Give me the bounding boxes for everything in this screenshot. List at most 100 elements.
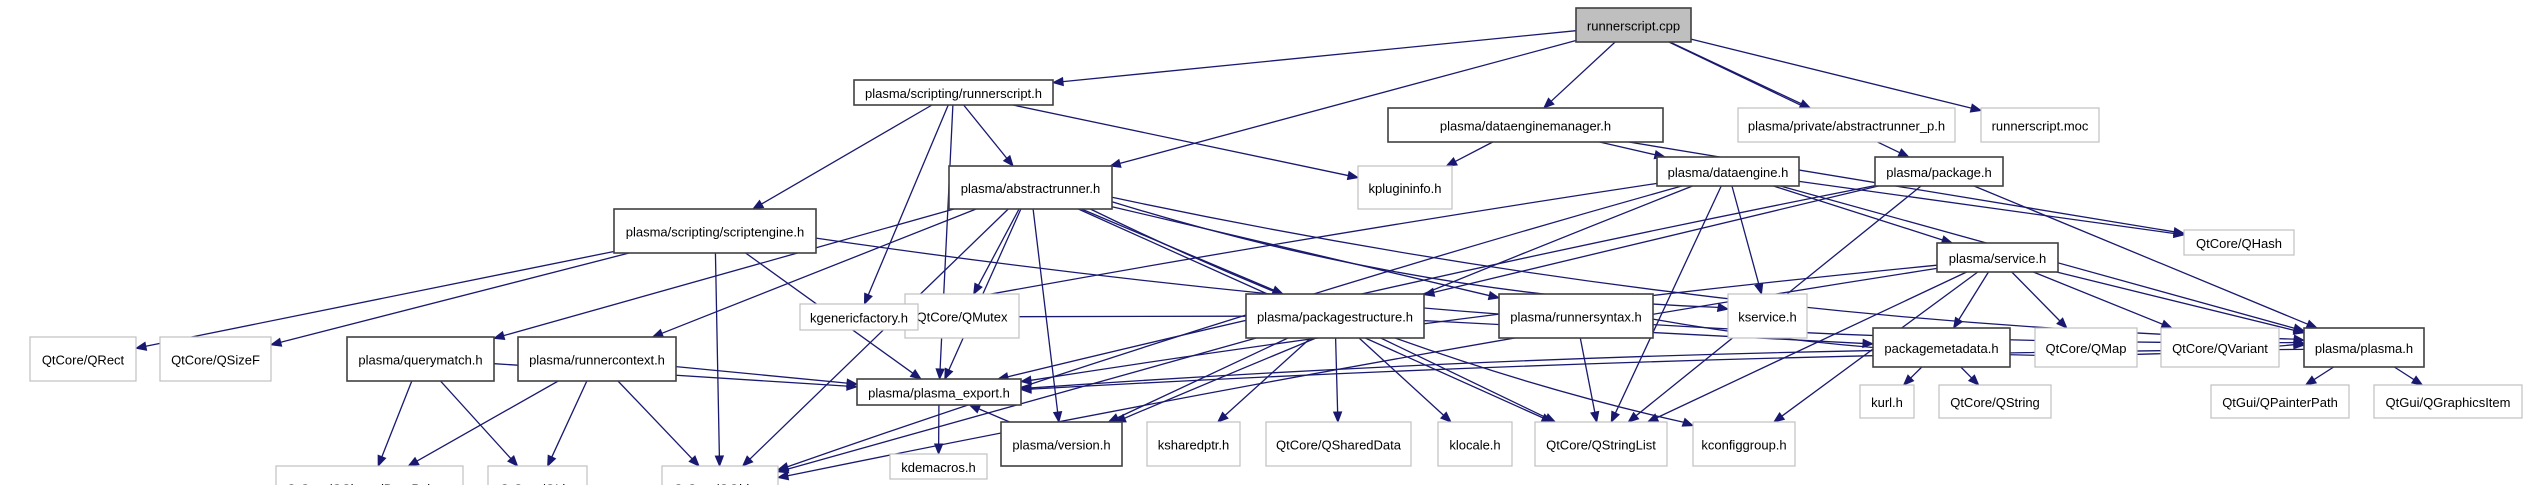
- node-querymatch-h[interactable]: plasma/querymatch.h: [346, 336, 495, 382]
- arrowhead-icon: [1107, 413, 1121, 423]
- arrowhead-icon: [2292, 325, 2306, 335]
- edge-plasma_export_h-to-kdemacros_h: [933, 404, 944, 456]
- arrowhead-icon: [1969, 103, 1983, 113]
- arrowhead-icon: [1332, 411, 1343, 424]
- node-label: plasma/dataengine.h: [1668, 165, 1789, 180]
- arrowhead-icon: [1019, 384, 1032, 394]
- node-box: [487, 465, 588, 485]
- edge-line: [1358, 337, 1444, 416]
- arrowhead-icon: [1346, 170, 1360, 181]
- edge-line: [1773, 185, 1943, 241]
- arrowhead-icon: [1772, 411, 1786, 423]
- edge-service_h-to-plasma_h: [2056, 271, 2306, 335]
- edge-line: [977, 208, 1020, 286]
- node-box: [517, 336, 677, 382]
- edge-line: [1669, 41, 1802, 105]
- node-box: [1146, 421, 1241, 467]
- node-kdemacros-h: kdemacros.h: [889, 453, 988, 480]
- node-box: [1938, 384, 2052, 419]
- edge-line: [1455, 141, 1494, 162]
- node-abstractrunner-p-h: plasma/private/abstractrunner_p.h: [1737, 107, 1956, 143]
- node-runnercontext-h[interactable]: plasma/runnercontext.h: [517, 336, 677, 382]
- arrowhead-icon: [751, 199, 765, 210]
- edge-line: [1973, 185, 2308, 325]
- edge-service_h-to-qmap: [2011, 271, 2068, 329]
- arrowhead-icon: [2305, 319, 2319, 329]
- edge-line: [1599, 141, 1656, 156]
- arrowhead-icon: [2304, 375, 2318, 386]
- node-label: QtCore/QMap: [2046, 341, 2127, 356]
- node-box: [1387, 107, 1664, 143]
- edge-dataengine_h-to-qstringlist: [1610, 185, 1722, 424]
- edge-line: [661, 208, 977, 334]
- arrowhead-icon: [1681, 417, 1695, 427]
- edge-line: [1910, 366, 1923, 379]
- edge-scriptengine_h-to-qobject: [714, 252, 725, 468]
- node-package-h[interactable]: plasma/package.h: [1874, 156, 2004, 187]
- node-scriptengine-h[interactable]: plasma/scripting/scriptengine.h: [613, 208, 817, 254]
- edge-line: [1062, 30, 1577, 83]
- edge-line: [1380, 337, 1547, 419]
- node-box: [1980, 107, 2100, 143]
- edge-line: [1550, 41, 1616, 102]
- arrowhead-icon: [1798, 99, 1812, 109]
- node-runnersyntax-h[interactable]: plasma/runnersyntax.h: [1498, 293, 1654, 339]
- edge-abstractrunner_h-to-qmutex: [973, 208, 1020, 296]
- edge-scriptengine_h-to-qsizef: [269, 252, 630, 347]
- node-abstractrunner-h[interactable]: plasma/abstractrunner.h: [948, 165, 1113, 210]
- edge-line: [963, 104, 1008, 159]
- node-box: [853, 79, 1054, 106]
- edge-line: [2011, 271, 2061, 322]
- edge-line: [439, 380, 512, 460]
- edge-service_h-to-plasma_export_h: [1019, 264, 1938, 385]
- edge-plasma_h-to-qpainterpath: [2304, 366, 2335, 386]
- edge-line: [948, 208, 1022, 371]
- node-service-h[interactable]: plasma/service.h: [1936, 242, 2059, 273]
- node-box: [2160, 327, 2280, 368]
- arrowhead-icon: [1216, 411, 1229, 423]
- node-box: [1000, 421, 1123, 467]
- edge-abstractrunner_h-to-querymatch_h: [492, 208, 955, 341]
- node-version-h[interactable]: plasma/version.h: [1000, 421, 1123, 467]
- node-runnerscript-h[interactable]: plasma/scripting/runnerscript.h: [853, 79, 1054, 106]
- node-box: [2034, 327, 2138, 368]
- edge-packagestructure_h-to-qobject: [776, 337, 1257, 474]
- node-plasma-export-h[interactable]: plasma/plasma_export.h: [856, 378, 1022, 406]
- edge-runnercontext_h-to-qobject: [617, 380, 700, 467]
- node-qsizef: QtCore/QSizeF: [159, 336, 272, 382]
- edge-runnercontext_h-to-qlist: [547, 380, 588, 468]
- edge-runnerscript_h-to-scriptengine_h: [751, 104, 933, 210]
- arrowhead-icon: [1019, 375, 1033, 385]
- node-label: kservice.h: [1738, 310, 1797, 325]
- node-plasma-h[interactable]: plasma/plasma.h: [2303, 327, 2425, 368]
- edge-line: [1012, 104, 1349, 177]
- node-kconfiggroup-h: kconfiggroup.h: [1692, 421, 1796, 467]
- node-dataengine-h[interactable]: plasma/dataengine.h: [1656, 156, 1800, 187]
- edge-line: [1007, 184, 1876, 378]
- node-qhash: QtCore/QHash: [2183, 229, 2295, 256]
- node-label: runnerscript.moc: [1992, 119, 2089, 134]
- node-ksharedptr-h: ksharedptr.h: [1146, 421, 1241, 467]
- node-dataenginemanager-h[interactable]: plasma/dataenginemanager.h: [1387, 107, 1664, 143]
- arrowhead-icon: [1952, 316, 1964, 330]
- node-qpainterpath: QtGui/QPainterPath: [2210, 384, 2350, 419]
- node-label: QtGui/QGraphicsItem: [2386, 395, 2511, 410]
- edge-runnerscript_cpp-to-abstractrunner_h: [1108, 39, 1577, 168]
- node-qshareddata: QtCore/QSharedData: [1265, 421, 1412, 467]
- node-packagemetadata-h[interactable]: packagemetadata.h: [1872, 327, 2011, 368]
- node-box: [2373, 384, 2523, 419]
- edge-abstractrunner_h-to-runnersyntax_h: [1111, 206, 1501, 301]
- arrowhead-icon: [651, 328, 665, 338]
- edge-querymatch_h-to-qshareddatapointer: [377, 380, 413, 468]
- node-qobject: QtCore/QObject: [661, 465, 779, 485]
- edge-scriptengine_h-to-qrect: [134, 250, 615, 351]
- node-label: plasma/plasma.h: [2315, 341, 2413, 356]
- node-box: [856, 378, 1022, 406]
- node-box: [159, 336, 272, 382]
- node-qlist: QtCore/QList: [487, 465, 588, 485]
- arrowhead-icon: [134, 341, 148, 351]
- edge-line: [617, 380, 693, 460]
- node-runnerscript-cpp[interactable]: runnerscript.cpp: [1575, 7, 1692, 43]
- node-packagestructure-h[interactable]: plasma/packagestructure.h: [1245, 293, 1425, 339]
- node-label: QtCore/QHash: [2196, 236, 2282, 251]
